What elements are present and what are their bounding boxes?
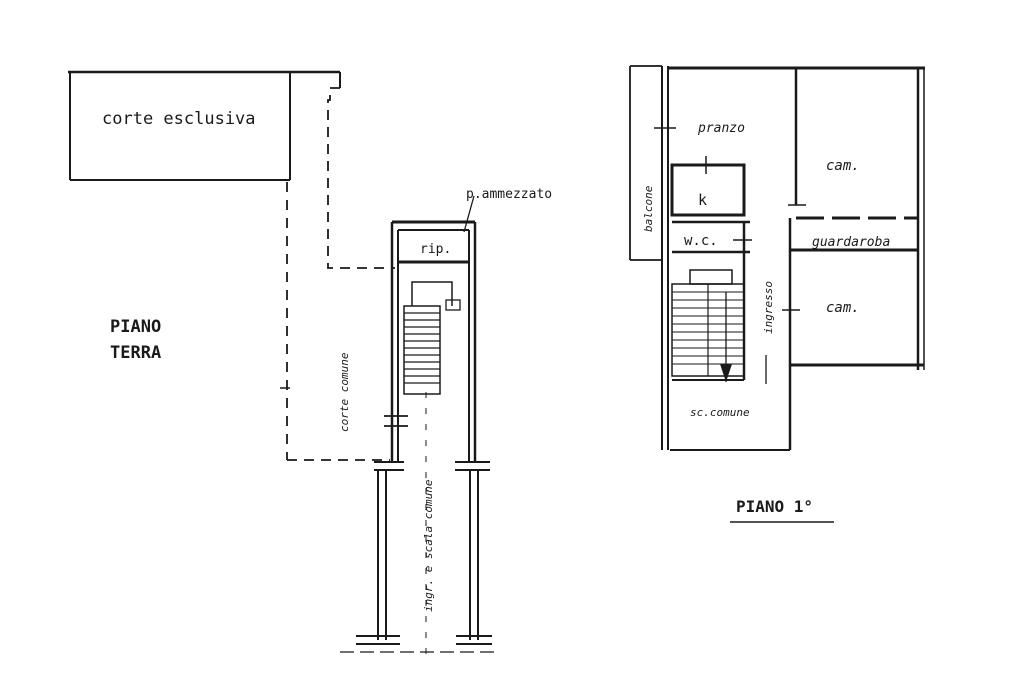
pranzo-label: pranzo [697, 121, 745, 136]
first-floor-interior-walls [654, 68, 918, 450]
piano-terra-title-line1: PIANO [110, 317, 161, 337]
ground-floor-plan: corte esclusiva PIANO TERRA p.ammezzato … [68, 70, 552, 660]
stair-down-arrow-icon [720, 364, 732, 382]
camera1-label: cam. [826, 158, 860, 174]
piano-terra-title-line2: TERRA [110, 343, 161, 363]
corte-esclusiva-label: corte esclusiva [102, 109, 256, 129]
ripostiglio-label: rip. [420, 242, 451, 257]
ammezzato-leader-arrow [463, 195, 475, 233]
piano-1-title: PIANO 1° [736, 497, 813, 516]
balcone-label: balcone [642, 185, 655, 232]
ammezzato-label: p.ammezzato [466, 187, 552, 202]
ingresso-scala-label: ingr. e scala comune [422, 479, 435, 612]
wc-label: w.c. [684, 233, 718, 249]
corte-comune-label: corte comune [338, 352, 351, 432]
ingresso-label: ingresso [762, 281, 775, 334]
first-floor-stair [671, 269, 745, 382]
camera2-label: cam. [826, 300, 860, 316]
kitchen-label: k [698, 191, 707, 209]
first-floor-outer-walls [629, 65, 925, 451]
corte-comune-boundary [280, 87, 395, 461]
scala-comune-label: sc.comune [690, 406, 750, 419]
ground-floor-stair [403, 281, 461, 660]
guardaroba-label: guardaroba [812, 235, 890, 250]
first-floor-plan: balcone pranzo cam. cam. guardaroba k w.… [629, 65, 925, 523]
corte-esclusiva-area [68, 70, 341, 181]
stair-block-walls [374, 220, 490, 471]
entrance-corridor-walls [340, 470, 500, 653]
